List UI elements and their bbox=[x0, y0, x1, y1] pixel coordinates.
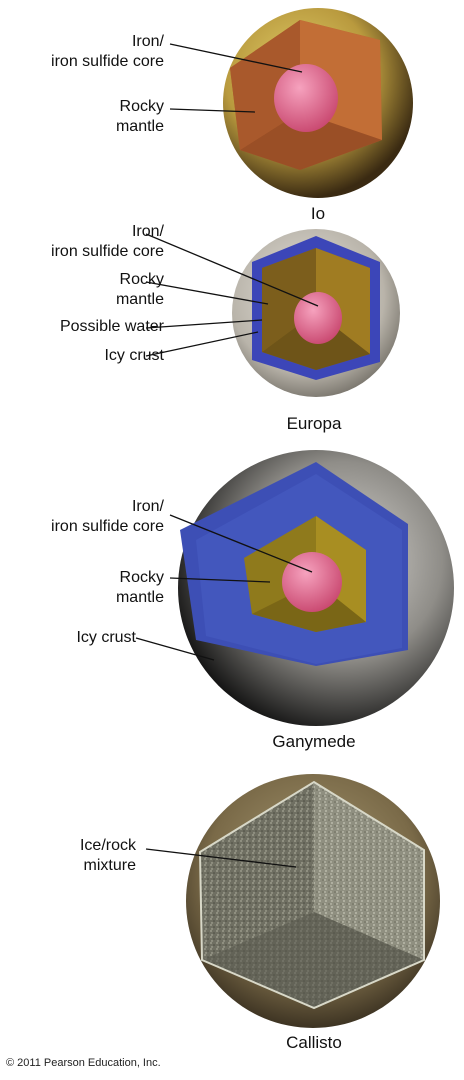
europa-water-label: Possible water bbox=[59, 318, 164, 335]
io-mantle-label-line1: Rocky bbox=[119, 98, 164, 115]
europa-crust-label: Icy crust bbox=[104, 347, 164, 364]
ganymede-mantle-label-line2: mantle bbox=[115, 589, 164, 606]
io-mantle-label-line2: mantle bbox=[115, 118, 164, 135]
callisto-sphere bbox=[186, 774, 440, 1028]
europa-mantle-label-line2: mantle bbox=[115, 291, 164, 308]
io-sphere bbox=[223, 8, 413, 198]
europa-name: Europa bbox=[286, 414, 342, 433]
ganymede-core-label-line1: Iron/ bbox=[131, 498, 164, 515]
callisto-mix-label-line1: Ice/rock bbox=[79, 837, 136, 854]
ganymede-core-label-line2: iron sulfide core bbox=[51, 518, 164, 535]
europa-core-label-line1: Iron/ bbox=[131, 223, 164, 240]
io-core-label-line1: Iron/ bbox=[131, 33, 164, 50]
io-core-label-line2: iron sulfide core bbox=[51, 53, 164, 70]
ganymede-name: Ganymede bbox=[272, 732, 356, 751]
leader-lines bbox=[135, 43, 319, 868]
ganymede-sphere bbox=[178, 450, 454, 726]
ganymede-crust-label: Icy crust bbox=[76, 629, 136, 646]
callisto-name: Callisto bbox=[286, 1033, 342, 1052]
callisto-mix-label-line2: mixture bbox=[83, 857, 136, 874]
europa-sphere bbox=[232, 229, 400, 397]
io-name: Io bbox=[310, 204, 326, 223]
copyright-notice: © 2011 Pearson Education, Inc. bbox=[6, 1057, 161, 1069]
ganymede-mantle-label-line1: Rocky bbox=[119, 569, 164, 586]
europa-core-label-line2: iron sulfide core bbox=[51, 243, 164, 260]
europa-mantle-label-line1: Rocky bbox=[119, 271, 164, 288]
